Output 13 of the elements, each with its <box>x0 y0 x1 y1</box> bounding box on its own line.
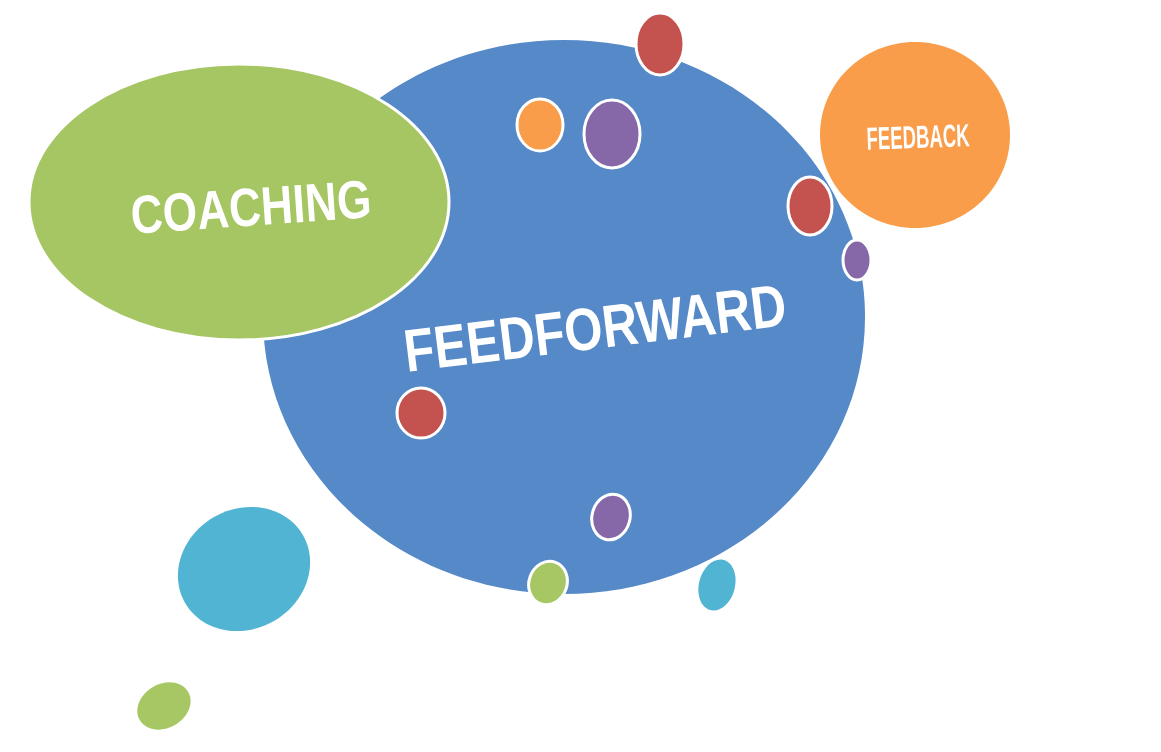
bubble <box>820 42 1010 228</box>
bubble-label: COACHING <box>132 180 370 234</box>
dot <box>515 97 565 153</box>
bubble-label: FEEDFORWARD <box>404 286 784 372</box>
bubble <box>178 506 310 632</box>
dot <box>527 559 569 607</box>
dot <box>786 175 834 237</box>
dot <box>841 238 873 282</box>
bubble-label: FEEDBACK <box>867 124 970 150</box>
dot <box>634 11 686 77</box>
dot <box>582 98 642 170</box>
dot <box>395 386 447 440</box>
dot <box>590 492 632 542</box>
